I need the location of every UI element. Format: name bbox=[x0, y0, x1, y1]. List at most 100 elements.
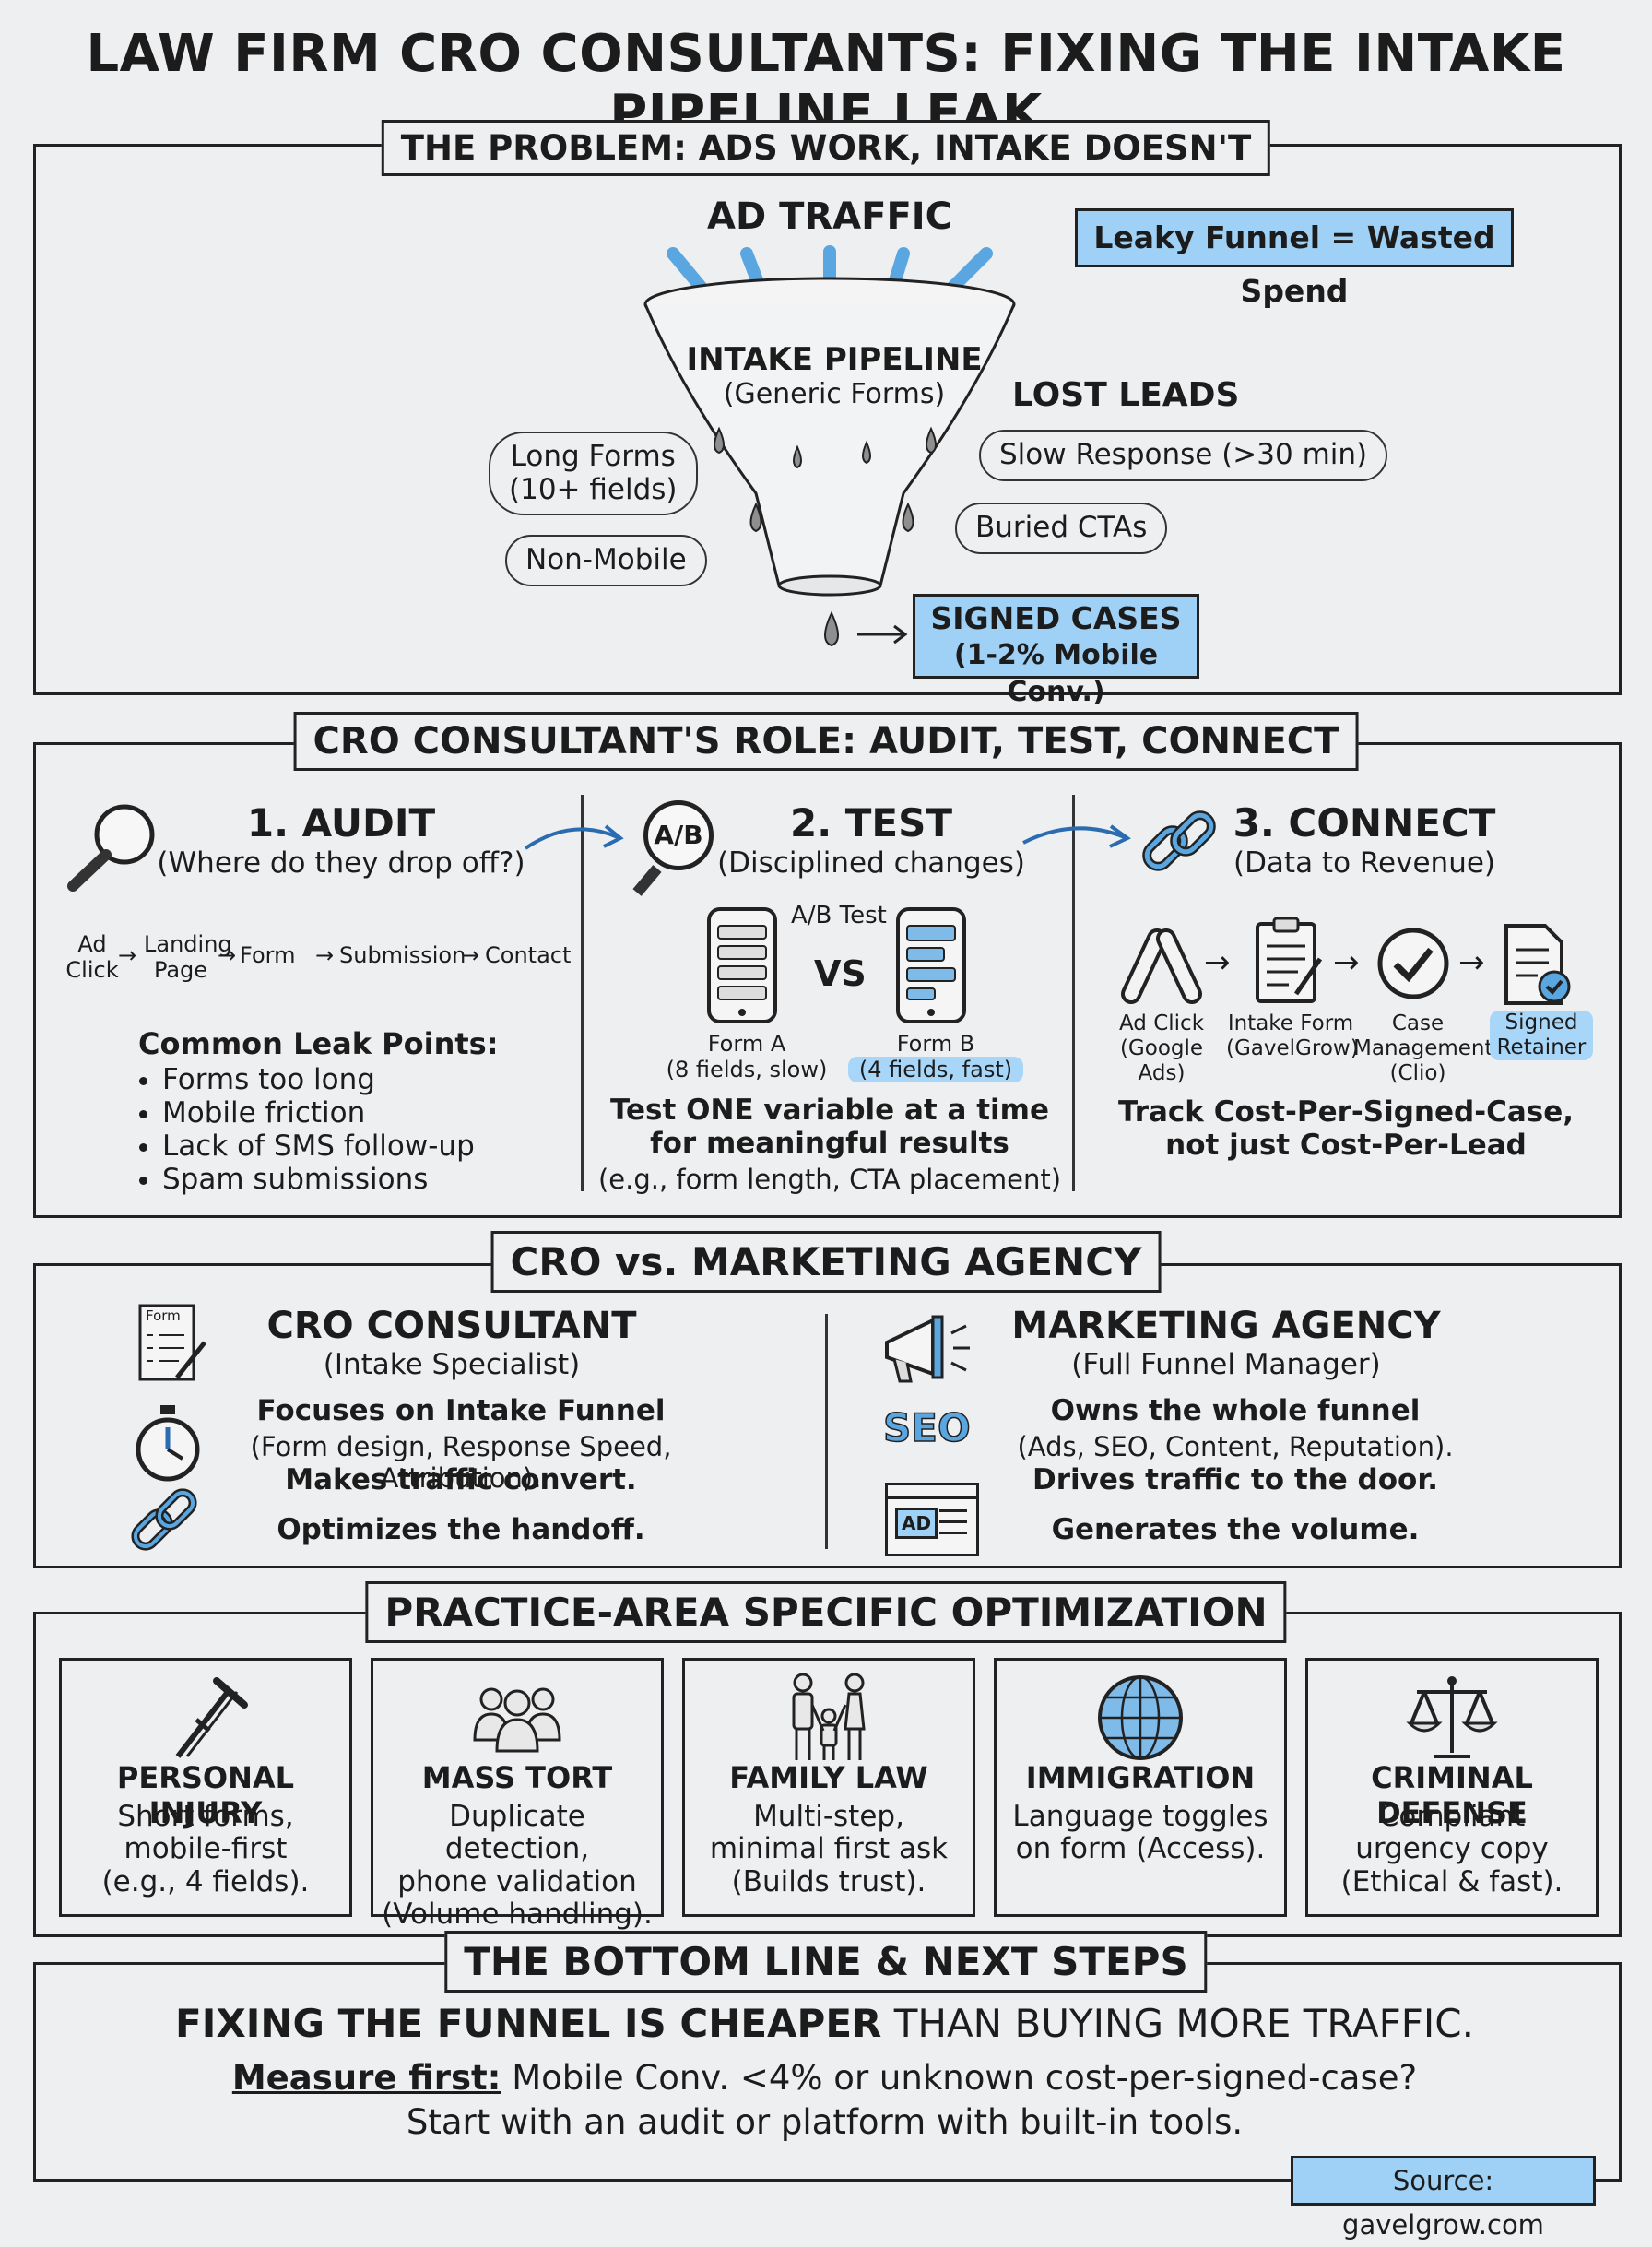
connect-step-label: (GavelGrow) bbox=[1226, 1036, 1359, 1060]
practice-card-desc-line: Short forms, bbox=[117, 1800, 294, 1833]
flow-arrow-1: → bbox=[118, 942, 137, 968]
audit-to-test-arrow bbox=[524, 824, 624, 850]
google-ads-icon bbox=[1121, 928, 1202, 1004]
funnel-subtitle: (Generic Forms) bbox=[723, 378, 946, 410]
flow-form: Form bbox=[240, 942, 296, 968]
phone-form-b-icon bbox=[896, 907, 966, 1023]
connect-note-line2: not just Cost-Per-Lead bbox=[1165, 1129, 1527, 1162]
ad-traffic-label: AD TRAFFIC bbox=[706, 195, 952, 238]
connect-step-label: Intake Form bbox=[1227, 1011, 1354, 1035]
bubble-buried-ctas: Buried CTAs bbox=[955, 503, 1168, 554]
agency-title: MARKETING AGENCY bbox=[1011, 1305, 1441, 1347]
form-b-caption: Form B (4 fields, fast) bbox=[848, 1031, 1023, 1082]
funnel-diagram bbox=[643, 245, 1016, 647]
check-circle-icon bbox=[1377, 928, 1449, 999]
cro-line1: Focuses on Intake Funnel bbox=[256, 1394, 666, 1427]
practice-card-personal-injury: PERSONAL INJURY Short forms, mobile-firs… bbox=[59, 1658, 352, 1917]
chain-link-icon bbox=[1142, 810, 1216, 871]
link-icon bbox=[131, 1488, 197, 1551]
cro-title: CRO CONSULTANT bbox=[266, 1305, 637, 1347]
flow-submission: Submission bbox=[339, 942, 466, 968]
bottom-line3: Start with an audit or platform with bui… bbox=[406, 2102, 1244, 2142]
bubble-slow-response: Slow Response (>30 min) bbox=[979, 430, 1388, 481]
leak-points-heading: Common Leak Points: bbox=[138, 1026, 499, 1061]
ab-test-label: A/B Test bbox=[791, 902, 887, 929]
practice-card-desc-line: (e.g., 4 fields). bbox=[101, 1864, 310, 1898]
signed-cases-box: SIGNED CASES (1-2% Mobile Conv.) bbox=[913, 594, 1199, 708]
bottom-measure-line: Measure first: Mobile Conv. <4% or unkno… bbox=[33, 2058, 1616, 2098]
ab-icon-label: A/B bbox=[643, 800, 714, 870]
test-note-example: (e.g., form length, CTA placement) bbox=[597, 1164, 1062, 1195]
ad-icon-label: AD bbox=[895, 1508, 938, 1539]
practice-card-desc-line: minimal first ask bbox=[709, 1832, 949, 1866]
practice-card-title: PERSONAL INJURY bbox=[116, 1760, 295, 1830]
agency-line3: Drives traffic to the door. bbox=[1032, 1463, 1438, 1496]
leak-item: Forms too long bbox=[162, 1063, 475, 1097]
practice-card-mass-tort: MASS TORT Duplicate detection, phone val… bbox=[371, 1658, 664, 1931]
flow-landing-page: Landing Page bbox=[144, 931, 232, 983]
test-subtitle: (Disciplined changes) bbox=[717, 846, 1025, 880]
leak-points-list: Forms too long Mobile friction Lack of S… bbox=[138, 1063, 475, 1197]
flow-contact: Contact bbox=[485, 942, 572, 968]
bottom-headline-rest: THAN BUYING MORE TRAFFIC. bbox=[881, 2001, 1474, 2046]
signed-cases-sub: (1-2% Mobile Conv.) bbox=[953, 639, 1159, 708]
connect-step-label: (Clio) bbox=[1389, 1061, 1446, 1085]
bubble-non-mobile: Non-Mobile bbox=[505, 535, 707, 586]
seo-icon: SEO bbox=[882, 1404, 971, 1451]
form-a-detail: (8 fields, slow) bbox=[666, 1057, 828, 1082]
role-divider-1 bbox=[581, 795, 584, 1191]
practice-card-title: IMMIGRATION bbox=[1025, 1760, 1256, 1795]
compare-section-title: CRO vs. MARKETING AGENCY bbox=[490, 1231, 1162, 1293]
cro-line2: (Form design, Response Speed, Attributio… bbox=[250, 1431, 672, 1494]
connect-step-label: (Google Ads) bbox=[1119, 1036, 1204, 1085]
source-badge[interactable]: Source: gavelgrow.com bbox=[1291, 2156, 1596, 2241]
test-note-line1: Test ONE variable at a time bbox=[610, 1094, 1049, 1127]
agency-line1: Owns the whole funnel bbox=[1050, 1394, 1421, 1427]
flow-arrow-4: → bbox=[461, 942, 480, 968]
leak-item: Mobile friction bbox=[162, 1096, 475, 1130]
clipboard-icon bbox=[1256, 917, 1323, 1003]
agency-line2: (Ads, SEO, Content, Reputation). bbox=[1017, 1431, 1454, 1462]
cro-subtitle: (Intake Specialist) bbox=[323, 1348, 581, 1381]
scales-icon bbox=[1406, 1676, 1498, 1758]
practice-card-desc: Language toggles on form (Access). bbox=[997, 1800, 1284, 1866]
connect-step-label: Ad Click bbox=[1118, 1011, 1205, 1035]
flow-ad-click: Ad Click bbox=[65, 931, 119, 983]
compare-divider bbox=[825, 1314, 828, 1549]
connect-arrow-2: → bbox=[1333, 944, 1360, 981]
bottom-headline-bold: FIXING THE FUNNEL IS CHEAPER bbox=[175, 2001, 882, 2046]
practice-card-desc: Short forms, mobile-first (e.g., 4 field… bbox=[62, 1800, 349, 1898]
bubble-long-forms: Long Forms (10+ fields) bbox=[489, 432, 698, 516]
practice-card-desc: Compliant urgency copy (Ethical & fast). bbox=[1308, 1800, 1596, 1898]
measure-first-label: Measure first: bbox=[231, 2058, 502, 2098]
lost-leads-label: LOST LEADS bbox=[1012, 376, 1240, 414]
practice-card-desc-line: Compliant bbox=[1378, 1800, 1526, 1833]
practice-card-desc-line: Language toggles bbox=[1012, 1800, 1268, 1833]
form-checklist-icon: Form bbox=[136, 1302, 210, 1385]
leak-item: Lack of SMS follow-up bbox=[162, 1129, 475, 1164]
practice-card-desc-line: (Ethical & fast). bbox=[1340, 1864, 1564, 1898]
form-a-name: Form A bbox=[707, 1031, 786, 1057]
practice-card-desc-line: urgency copy bbox=[1355, 1832, 1549, 1866]
test-note-bold: Test ONE variable at a time for meaningf… bbox=[590, 1094, 1069, 1160]
agency-line4: Generates the volume. bbox=[1051, 1513, 1420, 1546]
flow-arrow-3: → bbox=[315, 942, 335, 968]
flow-arrow-2: → bbox=[218, 942, 237, 968]
audit-subtitle: (Where do they drop off?) bbox=[157, 846, 525, 880]
form-b-detail: (4 fields, fast) bbox=[848, 1057, 1023, 1082]
practice-card-desc-line: Multi-step, bbox=[753, 1800, 904, 1833]
practice-card-desc-line: (Volume handling). bbox=[382, 1897, 653, 1931]
measure-first-rest: Mobile Conv. <4% or unknown cost-per-sig… bbox=[501, 2058, 1418, 2098]
phone-form-a-icon bbox=[707, 907, 777, 1023]
bottom-section-title: THE BOTTOM LINE & NEXT STEPS bbox=[444, 1931, 1208, 1993]
people-group-icon bbox=[473, 1687, 561, 1753]
test-title: 2. TEST bbox=[789, 800, 953, 846]
practice-card-title: FAMILY LAW bbox=[729, 1760, 928, 1795]
practice-card-immigration: IMMIGRATION Language toggles on form (Ac… bbox=[994, 1658, 1287, 1917]
globe-icon bbox=[1098, 1675, 1183, 1760]
practice-section-title: PRACTICE-AREA SPECIFIC OPTIMIZATION bbox=[365, 1581, 1287, 1643]
connect-step-label: Management bbox=[1353, 1036, 1493, 1060]
page-title: LAW FIRM CRO CONSULTANTS: FIXING THE INT… bbox=[86, 24, 1566, 144]
practice-card-desc-line: phone validation bbox=[397, 1864, 637, 1898]
practice-card-desc: Duplicate detection, phone validation (V… bbox=[373, 1800, 661, 1931]
